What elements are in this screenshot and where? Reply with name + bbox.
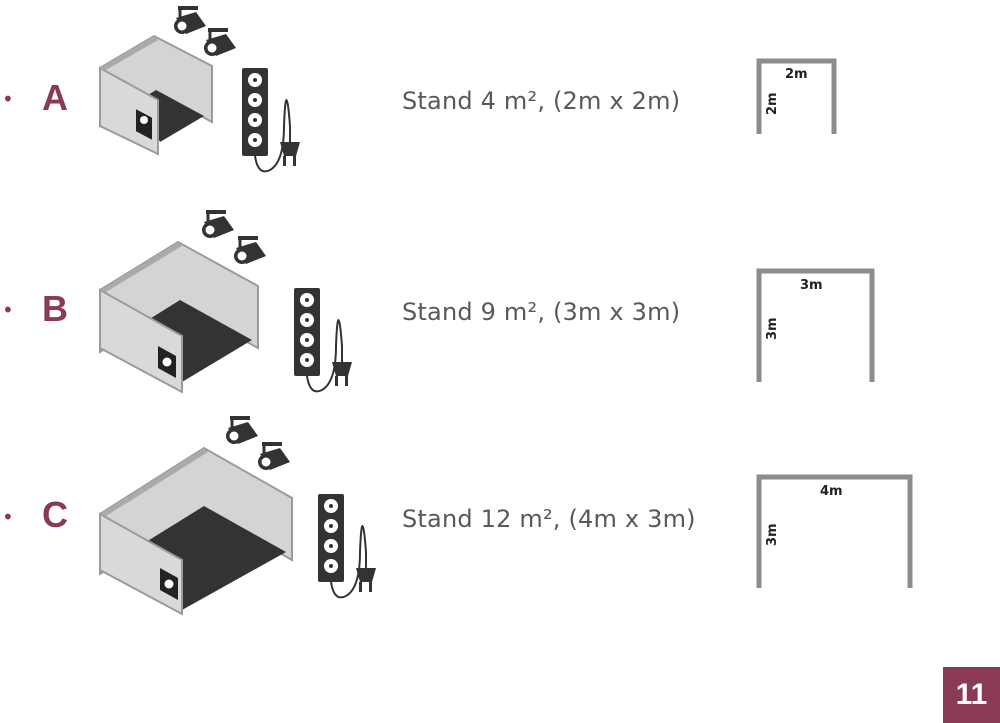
plan-depth-label: 3m xyxy=(765,523,780,546)
plan-width-label: 3m xyxy=(800,278,823,293)
bullet: • xyxy=(2,87,14,111)
spotlight-icon xyxy=(174,6,236,56)
floor-plan-diagram: 3m 3m xyxy=(756,268,875,382)
stand-letter: C xyxy=(42,494,68,535)
bullet: • xyxy=(2,298,14,322)
floor-plan-diagram: 2m 2m xyxy=(756,58,837,134)
stand-description: Stand 4 m², (2m x 2m) xyxy=(402,87,681,115)
logo-sign-icon xyxy=(160,568,178,600)
plan-depth-label: 3m xyxy=(765,317,780,340)
booth-illustration xyxy=(99,446,293,616)
spotlight-icon xyxy=(226,416,290,470)
stand-description: Stand 12 m², (4m x 3m) xyxy=(402,505,696,533)
stand-description: Stand 9 m², (3m x 3m) xyxy=(402,298,681,326)
stand-letter: B xyxy=(42,288,68,329)
logo-sign-icon xyxy=(136,109,152,140)
logo-sign-icon xyxy=(158,346,176,378)
plan-width-label: 2m xyxy=(785,67,808,82)
power-strip-icon xyxy=(242,68,300,173)
plan-depth-label: 2m xyxy=(765,92,780,115)
stand-letter: A xyxy=(42,77,68,118)
floor-plan-diagram: 4m 3m xyxy=(756,474,913,588)
bullet: • xyxy=(2,505,14,529)
booth-illustration xyxy=(99,34,213,156)
spotlight-icon xyxy=(202,210,266,264)
booth-illustration xyxy=(99,240,259,394)
power-strip-icon xyxy=(318,494,376,599)
plan-width-label: 4m xyxy=(820,484,843,499)
power-strip-icon xyxy=(294,288,352,393)
page-number-badge: 11 xyxy=(943,667,1000,723)
